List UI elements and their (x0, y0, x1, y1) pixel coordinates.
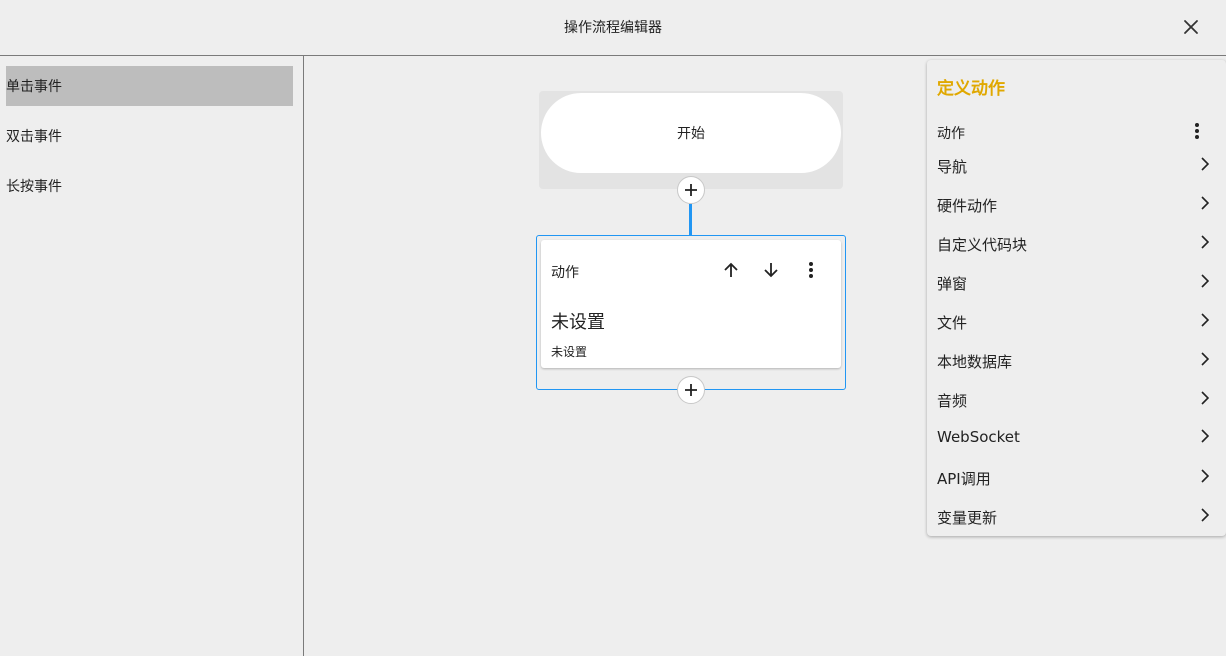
panel-title: 定义动作 (937, 79, 1005, 99)
start-node[interactable]: 开始 (541, 93, 841, 173)
menu-item-label: 硬件动作 (937, 197, 998, 215)
panel-more-button[interactable] (1185, 118, 1209, 144)
chevron-right-icon (1197, 193, 1213, 213)
chevron-right-icon (1197, 505, 1213, 525)
chevron-right-icon (1197, 349, 1213, 369)
move-up-button[interactable] (717, 256, 745, 284)
menu-item-label: 导航 (937, 158, 968, 176)
more-vertical-icon (809, 262, 813, 278)
action-node-heading: 未设置 (551, 312, 605, 333)
menu-item-api-call[interactable]: API调用 (927, 460, 1226, 496)
chevron-right-icon (1197, 310, 1213, 330)
menu-item-navigation[interactable]: 导航 (927, 148, 1226, 184)
arrow-down-icon (764, 263, 778, 278)
plus-icon (685, 184, 697, 196)
menu-item-label: 弹窗 (937, 275, 968, 293)
arrow-up-icon (724, 262, 738, 277)
sidebar-item-long-press[interactable]: 长按事件 (6, 166, 293, 206)
add-step-button[interactable] (677, 176, 705, 204)
title-bar: 操作流程编辑器 (0, 0, 1226, 56)
menu-item-label: 自定义代码块 (937, 236, 1028, 254)
menu-item-file[interactable]: 文件 (927, 304, 1226, 340)
menu-item-dialog[interactable]: 弹窗 (927, 265, 1226, 301)
window-title: 操作流程编辑器 (564, 20, 662, 36)
menu-item-label: 本地数据库 (937, 353, 1013, 371)
menu-item-websocket[interactable]: WebSocket (927, 420, 1226, 456)
menu-item-label: API调用 (937, 470, 991, 488)
close-button[interactable] (1178, 14, 1204, 40)
chevron-right-icon (1197, 154, 1213, 174)
menu-item-audio[interactable]: 音频 (927, 382, 1226, 418)
menu-item-label: 文件 (937, 314, 968, 332)
sidebar-item-label: 单击事件 (6, 79, 62, 95)
sidebar-item-label: 长按事件 (6, 179, 62, 195)
close-icon (1184, 20, 1198, 34)
event-sidebar: 单击事件 双击事件 长按事件 (0, 56, 304, 656)
flow-connector (689, 204, 692, 236)
panel-subtitle: 动作 (937, 126, 965, 142)
add-step-button[interactable] (677, 376, 705, 404)
menu-item-label: WebSocket (937, 428, 1020, 446)
action-node-label: 动作 (551, 265, 579, 281)
define-action-panel: 定义动作 动作 导航 硬件动作 自定义代码块 弹窗 文件 本地数据库 音频 We… (927, 60, 1226, 536)
chevron-right-icon (1197, 388, 1213, 408)
chevron-right-icon (1197, 466, 1213, 486)
start-node-label: 开始 (677, 126, 705, 142)
chevron-right-icon (1197, 232, 1213, 252)
chevron-right-icon (1197, 426, 1213, 446)
move-down-button[interactable] (757, 256, 785, 284)
action-node-subtext: 未设置 (551, 345, 588, 359)
chevron-right-icon (1197, 271, 1213, 291)
more-vertical-icon (1195, 123, 1199, 139)
sidebar-item-click[interactable]: 单击事件 (6, 66, 293, 106)
action-node[interactable]: 动作 未设置 未设置 (541, 240, 841, 368)
menu-item-label: 音频 (937, 392, 968, 410)
sidebar-item-label: 双击事件 (6, 129, 62, 145)
sidebar-item-double-click[interactable]: 双击事件 (6, 116, 293, 156)
plus-icon (685, 384, 697, 396)
menu-item-custom-code[interactable]: 自定义代码块 (927, 226, 1226, 262)
menu-item-local-database[interactable]: 本地数据库 (927, 343, 1226, 379)
menu-item-label: 变量更新 (937, 509, 998, 527)
menu-item-hardware-action[interactable]: 硬件动作 (927, 187, 1226, 223)
action-more-button[interactable] (797, 256, 825, 284)
menu-item-variable-update[interactable]: 变量更新 (927, 499, 1226, 535)
